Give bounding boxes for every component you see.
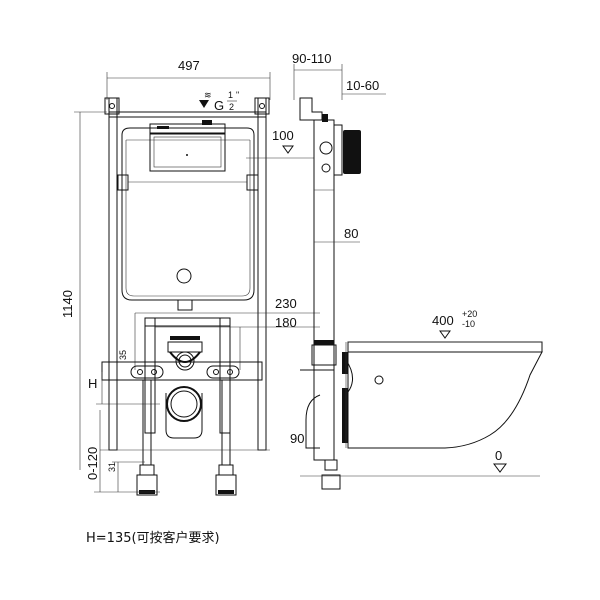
width-dimension: 497 bbox=[178, 58, 200, 73]
height-dimension: 1140 bbox=[60, 290, 75, 318]
dimension-230: 230 bbox=[275, 296, 297, 311]
inlet-arrow-icon bbox=[199, 100, 209, 108]
dimension-400: 400 bbox=[432, 313, 454, 328]
side-view: 90-110 10-60 80 90 bbox=[290, 51, 386, 490]
dimension-100: 100 bbox=[272, 128, 294, 143]
front-view: 497 ≋ G 1 " 2 bbox=[60, 58, 320, 496]
dimension-35: 35 bbox=[118, 350, 128, 360]
dimension-90-110: 90-110 bbox=[292, 51, 332, 66]
inlet-label: G bbox=[214, 98, 224, 113]
inlet-wave-icon: ≋ bbox=[204, 90, 212, 100]
dimension-H: H bbox=[88, 376, 97, 391]
dimension-31: 31 bbox=[107, 462, 117, 472]
inlet-fraction-num: 1 bbox=[228, 90, 233, 100]
floor-level-label: 0 bbox=[495, 448, 502, 463]
caption: H=135(可按客户要求) bbox=[86, 531, 220, 546]
flush-plate bbox=[343, 130, 361, 174]
floor-level-icon bbox=[493, 463, 507, 473]
dimension-10-60: 10-60 bbox=[346, 78, 379, 93]
dimension-180: 180 bbox=[275, 315, 297, 330]
inlet-fraction-unit: " bbox=[236, 90, 239, 100]
dimension-80: 80 bbox=[344, 226, 358, 241]
tolerance-minus: -10 bbox=[462, 319, 475, 329]
tolerance-plus: +20 bbox=[462, 309, 477, 319]
inlet-fraction-den: 2 bbox=[229, 102, 234, 112]
dimension-0-120: 0-120 bbox=[85, 447, 100, 480]
dimension-90: 90 bbox=[290, 431, 304, 446]
toilet-bowl: 400 +20 -10 0 bbox=[300, 309, 543, 477]
